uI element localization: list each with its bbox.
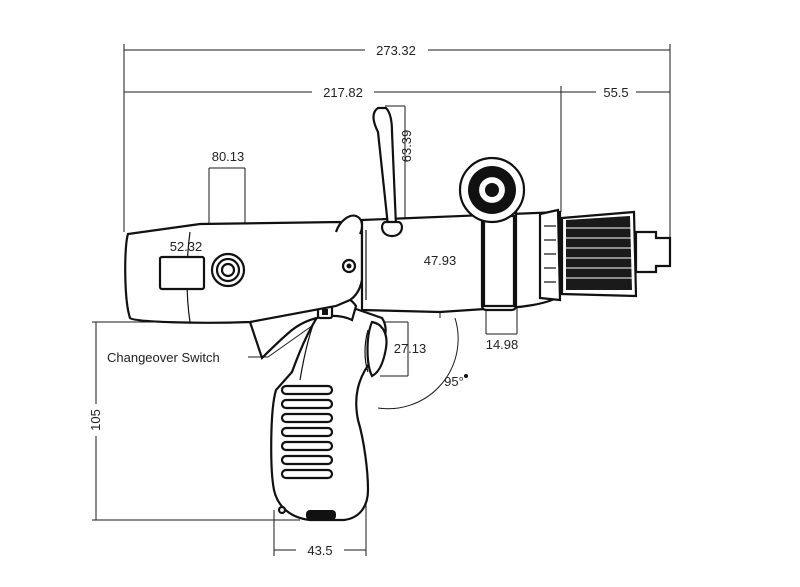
ring-nut bbox=[538, 208, 562, 302]
dim-body-height: 47.93 bbox=[424, 253, 457, 268]
changeover-switch-label: Changeover Switch bbox=[107, 350, 220, 365]
dim-grip-width: 43.5 bbox=[307, 543, 332, 558]
dim-label-width: 52.32 bbox=[170, 239, 203, 254]
grip-base-plate bbox=[306, 510, 336, 520]
dim-collar-width: 14.98 bbox=[486, 337, 519, 352]
dim-grip-angle: 95° bbox=[444, 374, 464, 389]
dim-overall-length: 273.32 bbox=[376, 43, 416, 58]
round-button bbox=[210, 252, 246, 288]
label-plate bbox=[158, 255, 206, 291]
dim-clip-height: 63.39 bbox=[399, 130, 414, 163]
dim-body-length: 217.82 bbox=[323, 85, 363, 100]
dim-vent-offset: 80.13 bbox=[212, 149, 245, 164]
top-hook bbox=[334, 214, 364, 235]
output-tip bbox=[634, 230, 672, 274]
tool-drawing bbox=[124, 106, 672, 522]
dimension-labels: 273.32 217.82 55.5 80.13 63.39 52.32 47.… bbox=[88, 43, 629, 558]
dim-nose-length: 55.5 bbox=[603, 85, 628, 100]
dim-trigger-depth: 27.13 bbox=[394, 341, 427, 356]
roller-wheel bbox=[458, 156, 526, 224]
belt-clip bbox=[372, 106, 404, 238]
dim-grip-height: 105 bbox=[88, 409, 103, 431]
knurled-chuck bbox=[560, 210, 638, 298]
grip-ribs bbox=[280, 384, 334, 480]
trigger bbox=[366, 320, 388, 378]
